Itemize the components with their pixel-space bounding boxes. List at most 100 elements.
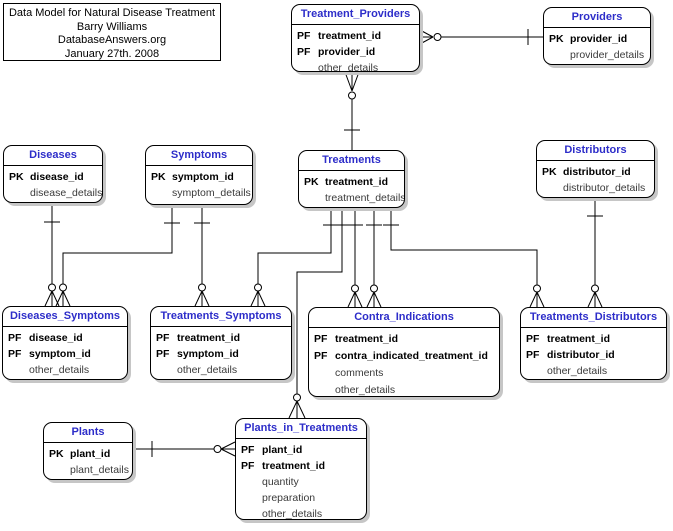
field-name: symptom_id <box>29 348 91 360</box>
key-prefix: PK <box>9 171 24 183</box>
relationship-treatments-treatments_distributors <box>383 208 545 308</box>
field-name: distributor_id <box>547 349 615 361</box>
key-prefix: PF <box>156 332 170 344</box>
relationship-distributors-treatments_distributors <box>587 198 603 308</box>
field-name: provider_details <box>570 49 645 61</box>
relationship-treatments-contra_indications-1 <box>347 208 363 308</box>
key-prefix: PF <box>297 30 311 42</box>
field-name: treatment_id <box>177 332 241 344</box>
cardinality-zero-circle <box>351 284 359 293</box>
key-prefix: PF <box>526 349 540 361</box>
field-name: other_details <box>547 365 608 377</box>
crowfoot <box>288 400 306 419</box>
field-name: treatment_id <box>318 30 382 42</box>
field-row: other_details <box>521 363 666 379</box>
crowfoot <box>220 441 236 457</box>
crowfoot <box>347 291 363 308</box>
key-prefix: PF <box>297 46 311 58</box>
entity-title: Providers <box>544 8 650 28</box>
cardinality-zero-circle <box>370 284 378 293</box>
field-name: plant_id <box>262 444 303 456</box>
diagram-title-box: Data Model for Natural Disease Treatment… <box>3 3 221 61</box>
field-row: preparation <box>236 490 366 506</box>
field-row: PF treatment_id <box>292 28 419 44</box>
entity-title: Plants <box>44 423 132 443</box>
field-row: treatment_details <box>299 190 404 206</box>
entity-symptoms: Symptoms PK symptom_id symptom_details <box>145 145 253 205</box>
field-row: symptom_details <box>146 185 252 201</box>
cardinality-zero-circle <box>591 284 599 293</box>
key-prefix: PF <box>314 350 328 362</box>
field-name: distributor_details <box>563 182 646 194</box>
field-name: other_details <box>335 384 396 396</box>
field-row: distributor_details <box>537 180 654 196</box>
field-row: PF treatment_id <box>236 458 366 474</box>
field-row: other_details <box>151 362 291 378</box>
field-name: other_details <box>262 508 323 520</box>
field-row: plant_details <box>44 462 132 478</box>
cardinality-zero-circle <box>213 445 222 453</box>
key-prefix: PK <box>151 171 166 183</box>
field-row: provider_details <box>544 47 650 63</box>
entity-title: Symptoms <box>146 146 252 166</box>
field-name: quantity <box>262 476 299 488</box>
field-row: other_details <box>309 382 499 396</box>
relationship-treatments-plants_in_treatments <box>288 208 350 419</box>
crowfoot <box>587 291 603 308</box>
field-name: symptom_id <box>172 171 234 183</box>
cardinality-zero-circle <box>198 283 206 292</box>
key-prefix: PF <box>241 460 255 472</box>
field-name: symptom_details <box>172 187 251 199</box>
relationship-diseases-diseases_symptoms <box>44 203 60 307</box>
relationship-plants-plants_in_treatments <box>133 441 236 457</box>
field-row: PK symptom_id <box>146 169 252 185</box>
field-row: other_details <box>236 506 366 520</box>
crowfoot <box>529 291 545 308</box>
field-name: other_details <box>318 62 379 72</box>
entity-title: Diseases_Symptoms <box>3 307 127 327</box>
field-row: other_details <box>292 60 419 72</box>
field-name: contra_indicated_treatment_id <box>335 350 488 362</box>
field-name: disease_details <box>30 187 103 199</box>
field-name: treatment_id <box>262 460 326 472</box>
entity-title: Treatments <box>299 151 404 171</box>
entity-title: Contra_Indications <box>309 308 499 328</box>
field-row: PF symptom_id <box>3 346 127 362</box>
entity-title: Treatment_Providers <box>292 5 419 25</box>
cardinality-zero-circle <box>48 283 56 292</box>
diagram-website: DatabaseAnswers.org <box>57 34 167 46</box>
entity-title: Distributors <box>537 141 654 161</box>
cardinality-zero-circle <box>254 283 262 292</box>
cardinality-zero-circle <box>433 33 442 41</box>
field-name: distributor_id <box>563 166 631 178</box>
crowfoot <box>419 29 434 45</box>
field-row: PF contra_indicated_treatment_id <box>309 348 499 365</box>
field-row: PF treatment_id <box>151 330 291 346</box>
key-prefix: PK <box>49 448 64 460</box>
field-name: provider_id <box>570 33 628 45</box>
field-name: other_details <box>177 364 238 376</box>
crowfoot <box>55 290 71 307</box>
relationship-providers-treatment_providers <box>419 29 543 45</box>
key-prefix: PF <box>8 348 22 360</box>
crowfoot <box>194 290 210 307</box>
field-name: treatment_id <box>547 333 611 345</box>
field-name: comments <box>335 367 384 379</box>
